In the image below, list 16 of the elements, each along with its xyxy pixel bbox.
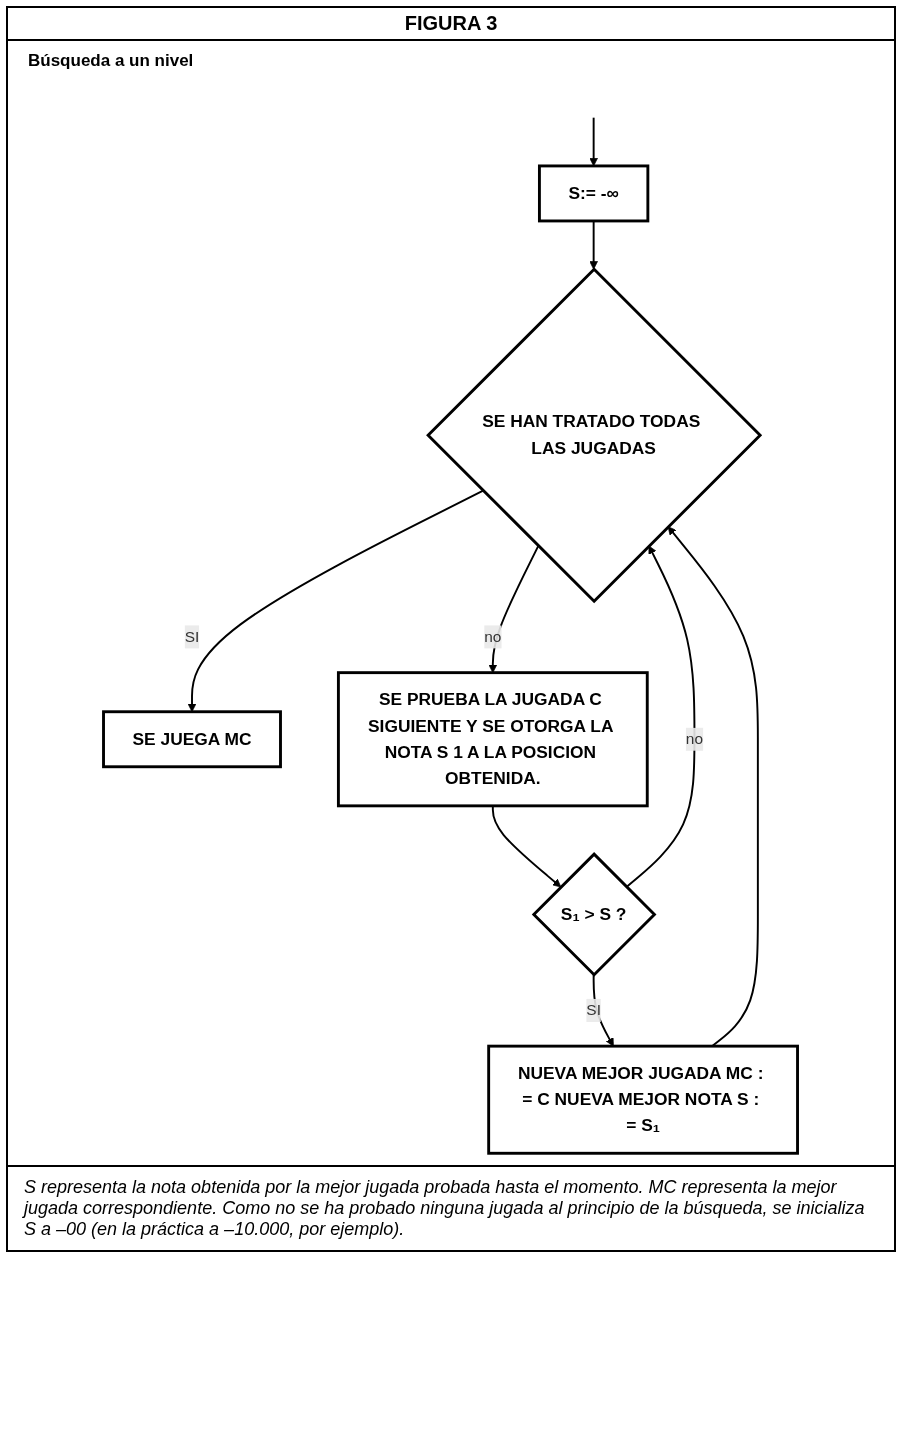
node-box: SE JUEGA MC [102,710,283,769]
caption: S representa la nota obtenida por la mejor jugada probada hasta el momento. MC representa la mejor jugada correspondiente. Como no se ha probado ninguna jugada al principio de la búsqueda, se inicializa S a –00 (en la práctica a –10.000, por ejemplo). [8,1165,894,1250]
diagram-heading: Búsqueda a un nivel [27,50,195,72]
node-box: S:= -∞ [538,164,650,223]
node-box: NUEVA MEJOR JUGADA MC : = C NUEVA MEJOR NOTA S : = S₁ [487,1044,800,1155]
arrow [589,220,599,270]
edge-label: no [686,730,704,747]
node-diamond: S₁ > S ? [532,852,657,977]
edge-label: SI [586,1001,602,1019]
edge-label: SI [185,628,200,645]
edge-label: no [484,628,502,645]
figure-title: FIGURA 3 [8,8,894,41]
arrow [625,545,696,888]
arrow [593,973,615,1047]
node-box: SE PRUEBA LA JUGADA C SIGUIENTE Y SE OTORGA LA NOTA S 1 A LA POSICION OBTENIDA. [337,671,650,808]
node-diamond: SE HAN TRATADO TODAS LAS JUGADAS [426,267,763,604]
